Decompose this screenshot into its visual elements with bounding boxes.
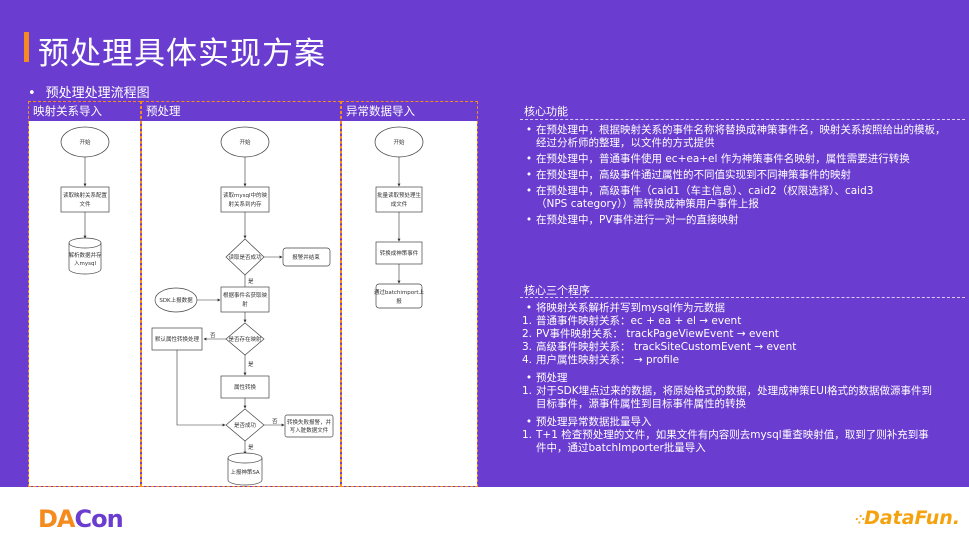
svg-text:成文件: 成文件 <box>391 200 408 208</box>
node-fail-alarm <box>284 414 334 438</box>
program-item: 1.T+1 检查预处理的文件，如果文件有内容则去mysql重查映射值，取到了则补… <box>522 429 929 454</box>
svg-text:通过batchimport上: 通过batchimport上 <box>374 288 425 296</box>
program-group-title: •预处理异常数据批量导入 <box>522 416 962 429</box>
core-programs-heading: 核心三个程序 <box>524 284 590 297</box>
svg-text:射关系到内存: 射关系到内存 <box>228 200 262 208</box>
lane-header: 异常数据导入 <box>342 102 477 121</box>
svg-text:报: 报 <box>396 297 402 305</box>
item-text: PV事件映射关系： trackPageViewEvent → event <box>536 328 779 340</box>
lane-preprocess: 预处理 开始 读取mysql中的映 射关系到内存 读取是否成功 报警并结束 是 … <box>141 101 341 487</box>
svg-text:报警并结束: 报警并结束 <box>292 253 320 261</box>
item-text: 经过分析师的整理，以文件的方式提供 <box>536 137 715 149</box>
svg-text:转换失败报警，并: 转换失败报警，并 <box>287 418 332 426</box>
item-text: 在预处理中，高级事件（caid1（车主信息）、caid2（权限选择）、caid3 <box>536 185 874 197</box>
item-text: 在预处理中，PV事件进行一对一的直接映射 <box>536 214 739 226</box>
item-text: 在预处理中，根据映射关系的事件名称将替换成神策事件名，映射关系按照给出的模板， <box>536 124 946 136</box>
program-group-title: •预处理 <box>522 372 962 385</box>
svg-text:射: 射 <box>242 300 248 308</box>
svg-text:批量读取预处理生: 批量读取预处理生 <box>377 191 422 199</box>
bullet-icon: • <box>525 302 533 314</box>
node-start-label: 开始 <box>79 138 91 146</box>
item-text: （NPS category））需转换成神策用户事件上报 <box>536 198 759 210</box>
svg-text:是: 是 <box>248 278 254 285</box>
svg-text:读取映射关系配置: 读取映射关系配置 <box>63 191 108 199</box>
title-accent-bar <box>24 32 29 62</box>
svg-text:文件: 文件 <box>79 200 91 208</box>
svg-text:开始: 开始 <box>239 138 251 146</box>
bullet-icon: • <box>525 124 533 136</box>
program-group-title: •将映射关系解析并写到mysql作为元数据 <box>522 302 962 315</box>
node-get-mapping <box>220 286 270 313</box>
bullet-icon: • <box>525 153 533 165</box>
subtitle-text: 预处理处理流程图 <box>45 86 150 101</box>
node-read-config <box>60 186 110 213</box>
bullet-icon: • <box>525 416 533 428</box>
program-item: 1.对于SDK埋点过来的数据，将原始格式的数据，处理成神策EUI格式的数据做源事… <box>522 385 933 410</box>
svg-text:写入脏数据文件: 写入脏数据文件 <box>290 426 329 434</box>
lane-exception-import: 异常数据导入 开始 批量读取预处理生 成文件 转换成神策事件 通过batchim… <box>341 101 478 487</box>
core-function-item: •在预处理中，PV事件进行一对一的直接映射 <box>522 214 962 227</box>
core-functions-list: •在预处理中，根据映射关系的事件名称将替换成神策事件名，映射关系按照给出的模板，… <box>522 124 962 230</box>
bullet-icon: • <box>525 214 533 226</box>
svg-text:否: 否 <box>210 332 216 339</box>
core-function-item: •在预处理中，高级事件通过属性的不同值实现到不同神策事件的映射 <box>522 169 962 182</box>
core-functions-heading: 核心功能 <box>524 105 568 118</box>
svg-text:是: 是 <box>248 444 254 451</box>
item-text: 在预处理中，普通事件使用 ec+ea+el 作为神策事件名映射，属性需要进行转换 <box>536 153 910 165</box>
core-function-item: •在预处理中，普通事件使用 ec+ea+el 作为神策事件名映射，属性需要进行转… <box>522 153 962 166</box>
flowchart-mapping-import: 开始 读取映射关系配置 文件 解析数据并存 入mysql <box>60 126 110 275</box>
program-item: 3.高级事件映射关系： trackSiteCustomEvent → event <box>522 341 797 353</box>
bullet-icon: • <box>525 185 533 197</box>
flowchart-preprocess: 开始 读取mysql中的映 射关系到内存 读取是否成功 报警并结束 是 SDK上… <box>151 126 334 486</box>
item-text: 高级事件映射关系： trackSiteCustomEvent → event <box>536 341 797 353</box>
program-item: 1.普通事件映射关系：ec + ea + el → event <box>522 315 742 327</box>
node-batch-read <box>375 186 423 213</box>
item-text: T+1 检查预处理的文件，如果文件有内容则去mysql重查映射值，取到了则补充到… <box>536 429 929 441</box>
svg-text:是否成功: 是否成功 <box>234 421 257 429</box>
item-text: 用户属性映射关系： → profile <box>536 354 680 366</box>
lane-mapping-import: 映射关系导入 开始 读取映射关系配置 文件 解析数据并存 入mysql <box>28 101 141 487</box>
core-function-item: •在预处理中，高级事件（caid1（车主信息）、caid2（权限选择）、caid… <box>522 185 962 211</box>
svg-text:上报神策SA: 上报神策SA <box>230 468 260 476</box>
lane-header: 映射关系导入 <box>29 102 140 121</box>
svg-text:属性转换: 属性转换 <box>234 383 257 391</box>
node-read-mysql <box>220 186 270 213</box>
item-text: 在预处理中，高级事件通过属性的不同值实现到不同神策事件的映射 <box>536 169 851 181</box>
svg-text:否: 否 <box>272 418 278 425</box>
bullet-icon: • <box>525 169 533 181</box>
svg-text:读取mysql中的映: 读取mysql中的映 <box>223 191 267 199</box>
bullet-icon: • <box>525 372 533 384</box>
svg-text:SDK上报数据: SDK上报数据 <box>159 296 193 304</box>
svg-text:入mysql: 入mysql <box>74 261 96 267</box>
subtitle: •预处理处理流程图 <box>28 86 150 101</box>
dacon-logo: DACon <box>38 505 124 533</box>
svg-text:是: 是 <box>248 361 254 368</box>
datafun-logo: ⁘DataFun. <box>855 507 960 529</box>
node-alarm-end <box>282 247 331 267</box>
flowchart-exception-import: 开始 批量读取预处理生 成文件 转换成神策事件 通过batchimport上 报 <box>374 126 425 309</box>
svg-text:读取是否成功: 读取是否成功 <box>228 253 262 261</box>
program-item: 2.PV事件映射关系： trackPageViewEvent → event <box>522 328 779 340</box>
svg-text:解析数据并存: 解析数据并存 <box>68 251 102 259</box>
core-function-item: •在预处理中，根据映射关系的事件名称将替换成神策事件名，映射关系按照给出的模板，… <box>522 124 962 150</box>
divider <box>520 119 965 120</box>
program-item: 4.用户属性映射关系： → profile <box>522 354 680 366</box>
item-text: 件中，通过batchImporter批量导入 <box>536 442 706 454</box>
svg-text:默认属性转换处理: 默认属性转换处理 <box>155 335 200 343</box>
svg-text:转换成神策事件: 转换成神策事件 <box>380 249 419 257</box>
footer <box>0 487 969 542</box>
item-text: 目标事件，源事件属性到目标事件属性的转换 <box>536 398 746 410</box>
page-title: 预处理具体实现方案 <box>38 36 326 72</box>
svg-text:是否存在映射: 是否存在映射 <box>228 335 262 343</box>
node-report-sa <box>227 452 263 486</box>
datafun-dots-icon: ⁘ <box>855 513 865 527</box>
item-text: 普通事件映射关系：ec + ea + el → event <box>536 315 742 327</box>
node-batch-import <box>375 283 423 309</box>
lane-header: 预处理 <box>142 102 340 121</box>
divider <box>520 297 965 298</box>
item-text: 对于SDK埋点过来的数据，将原始格式的数据，处理成神策EUI格式的数据做源事件到 <box>536 385 933 397</box>
svg-text:开始: 开始 <box>393 138 405 146</box>
svg-text:根据事件名获取映: 根据事件名获取映 <box>223 291 268 299</box>
